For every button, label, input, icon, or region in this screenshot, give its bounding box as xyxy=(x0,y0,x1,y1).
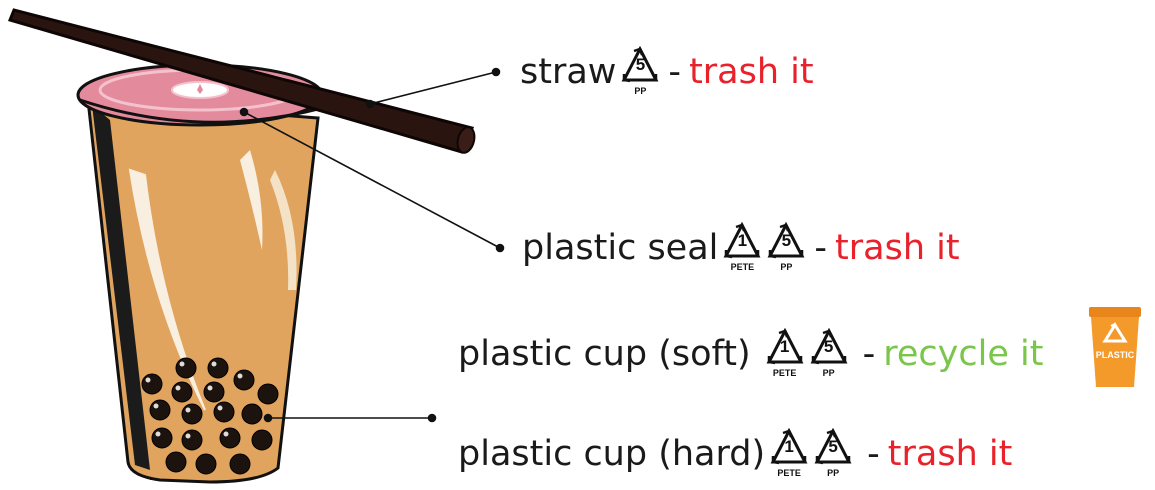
label-plastic-seal: plastic seal 1 PETE 5 PP - trash it xyxy=(522,222,960,274)
recycle-code-icon: 5 PP xyxy=(766,222,806,274)
ric-code: PETE xyxy=(722,263,762,272)
ric-number: 5 xyxy=(813,438,853,455)
bin-label: PLASTIC xyxy=(1088,350,1142,360)
ric-code: PP xyxy=(766,263,806,272)
action-trash: trash it xyxy=(835,231,960,266)
ric-number: 5 xyxy=(766,232,806,249)
ric-code: PETE xyxy=(765,369,805,378)
ric-number: 1 xyxy=(769,438,809,455)
recycle-code-icon: 1 PETE xyxy=(765,328,805,380)
recycle-code-icon: 1 PETE xyxy=(769,428,809,480)
recycle-code-icon: 5 PP xyxy=(620,46,660,98)
separator: - xyxy=(867,437,880,472)
separator: - xyxy=(814,231,827,266)
separator: - xyxy=(863,337,876,372)
ric-code: PETE xyxy=(769,469,809,478)
action-trash: trash it xyxy=(689,55,814,90)
label-seal-item: plastic seal xyxy=(522,231,718,266)
recycle-code-icon: 1 PETE xyxy=(722,222,762,274)
action-recycle: recycle it xyxy=(883,337,1043,372)
label-straw-item: straw xyxy=(520,55,616,90)
label-straw: straw 5 PP - trash it xyxy=(520,46,814,98)
ric-number: 5 xyxy=(809,338,849,355)
ric-code: PP xyxy=(813,469,853,478)
separator: - xyxy=(668,55,681,90)
label-cup-hard-item: plastic cup (hard) xyxy=(458,437,765,472)
label-plastic-cup-soft: plastic cup (soft) 1 PETE 5 PP - recycle… xyxy=(458,328,1043,380)
ric-code: PP xyxy=(809,369,849,378)
plastic-recycling-bin-icon: PLASTIC xyxy=(1088,305,1142,389)
label-cup-soft-item: plastic cup (soft) xyxy=(458,337,751,372)
recycle-code-icon: 5 PP xyxy=(813,428,853,480)
action-trash: trash it xyxy=(888,437,1013,472)
ric-number: 5 xyxy=(620,56,660,73)
recycle-code-icon: 5 PP xyxy=(809,328,849,380)
ric-number: 1 xyxy=(722,232,762,249)
label-plastic-cup-hard: plastic cup (hard) 1 PETE 5 PP - trash i… xyxy=(458,428,1012,480)
ric-number: 1 xyxy=(765,338,805,355)
ric-code: PP xyxy=(620,87,660,96)
